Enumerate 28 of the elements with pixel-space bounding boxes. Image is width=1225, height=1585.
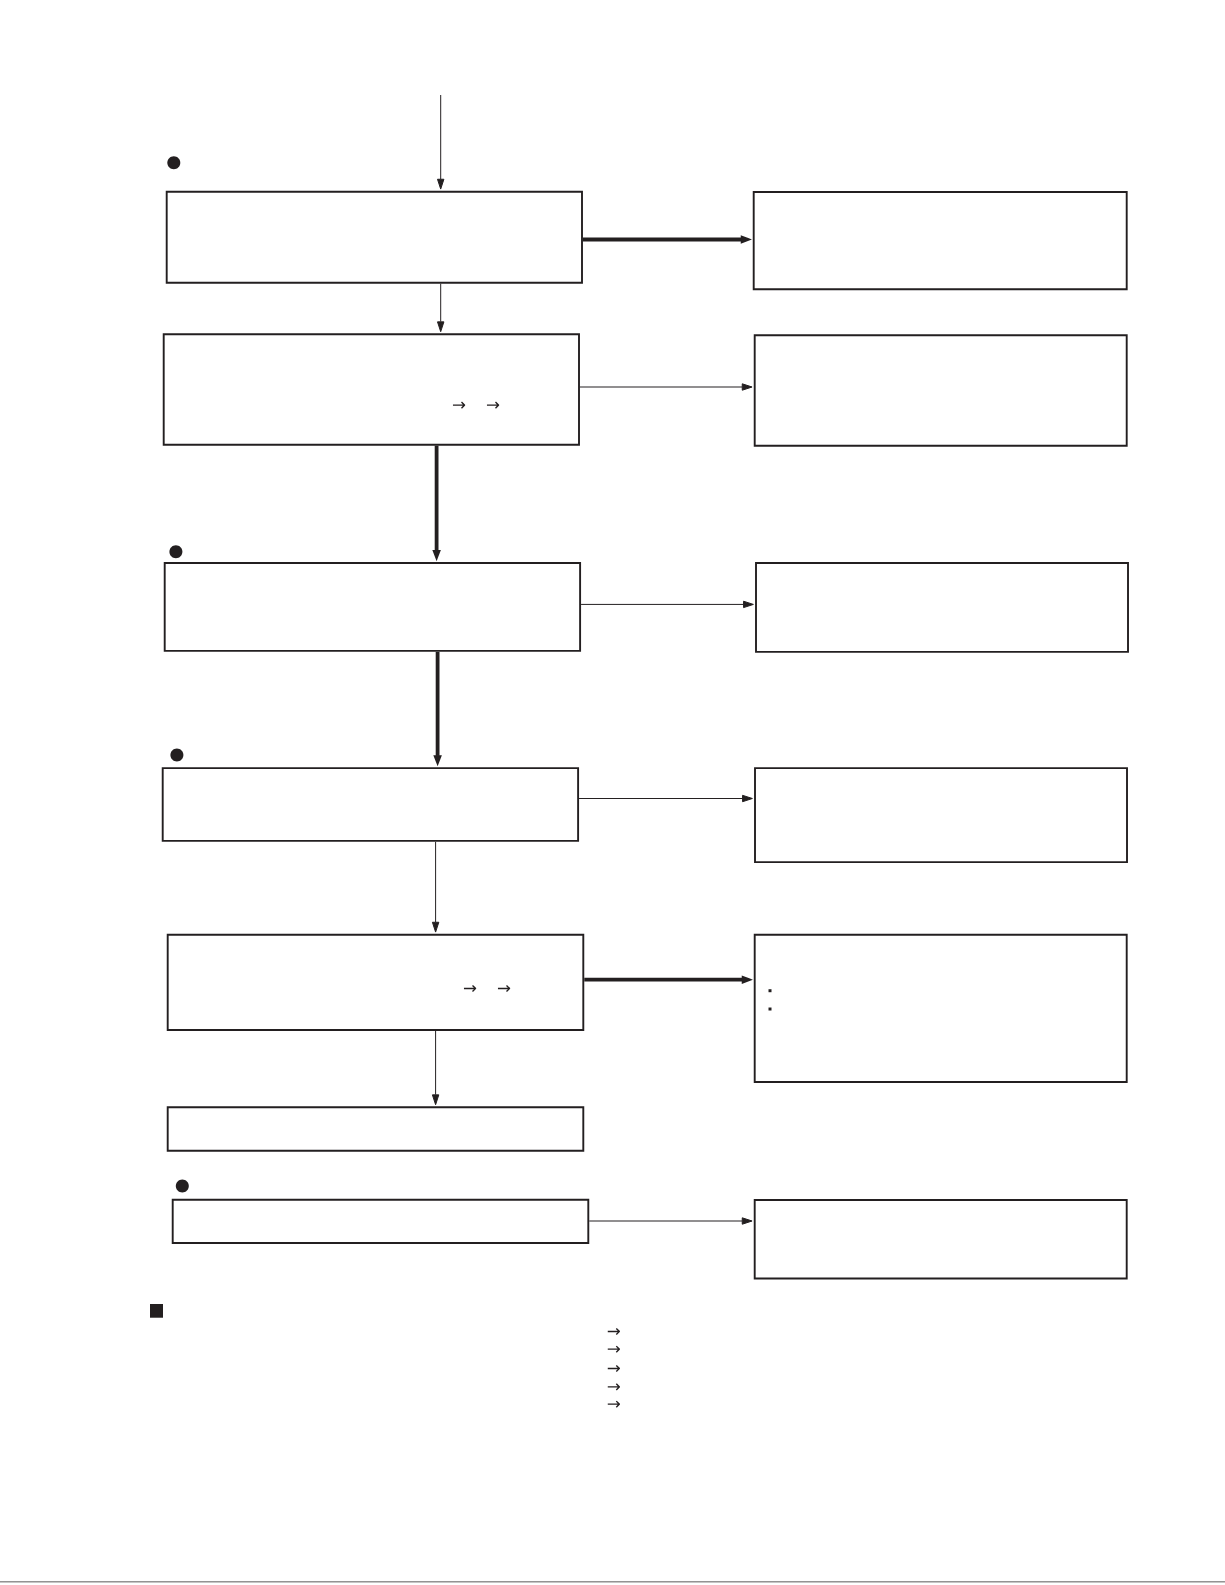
arrow <box>437 283 445 333</box>
arrow <box>580 600 754 609</box>
arrow-symbol: → <box>607 1364 620 1373</box>
process-box <box>753 334 1128 447</box>
process-box <box>752 191 1128 291</box>
arrow <box>431 1030 440 1106</box>
process-box <box>754 767 1128 864</box>
arrow-symbol: → <box>463 984 477 993</box>
arrow <box>437 94 445 190</box>
process-box <box>171 1198 590 1244</box>
process-box <box>753 1199 1128 1280</box>
arrow-symbol: → <box>607 1400 620 1408</box>
arrow <box>431 841 440 933</box>
process-box <box>163 562 582 652</box>
arrow-symbol: → <box>607 1383 620 1391</box>
process-box <box>166 1106 585 1152</box>
arrow <box>588 1217 753 1225</box>
arrow-symbol: → <box>607 1327 620 1336</box>
arrow <box>579 383 753 391</box>
process-box <box>755 562 1129 653</box>
arrow-symbol: → <box>497 984 511 993</box>
arrow-symbol: → <box>486 401 500 409</box>
arrow-symbol: → <box>607 1345 620 1353</box>
process-box <box>161 767 580 842</box>
process-box <box>165 190 583 284</box>
process-box <box>753 933 1128 1083</box>
arrow <box>578 794 753 803</box>
arrow-symbol: → <box>452 401 466 409</box>
